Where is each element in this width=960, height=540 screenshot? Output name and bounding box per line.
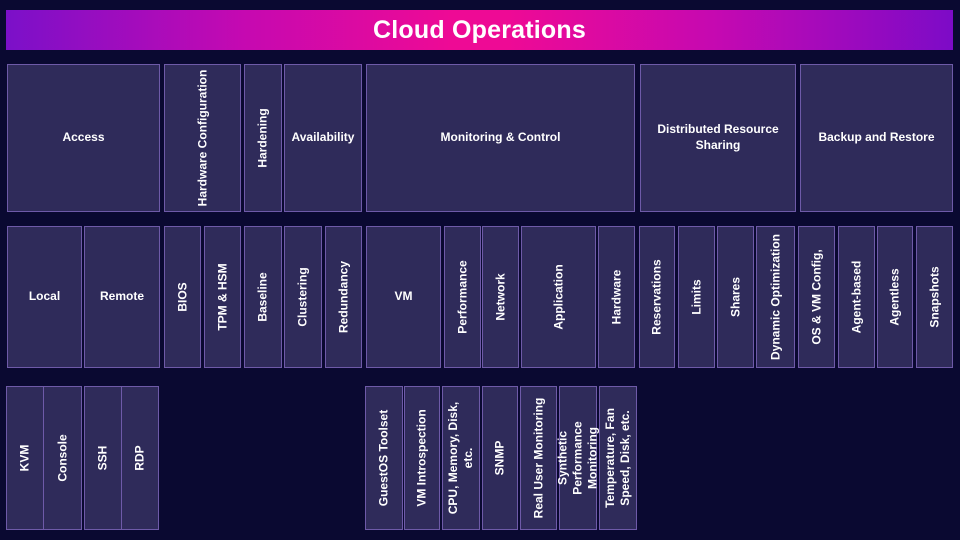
box-snmp: SNMP [482, 386, 518, 530]
label-performance: Performance [455, 260, 469, 334]
label-console: Console [55, 434, 69, 482]
box-vm: VM [366, 226, 441, 368]
label-snmp: SNMP [492, 440, 507, 476]
box-agentless: Agentless [877, 226, 913, 368]
label-cpu-memory-disk: CPU, Memory, Disk, etc. [446, 401, 475, 515]
box-ssh: SSH [84, 386, 122, 530]
box-performance: Performance [444, 226, 481, 368]
label-remote: Remote [99, 289, 144, 304]
label-local: Local [28, 289, 61, 304]
box-hardware: Hardware [598, 226, 635, 368]
label-limits: Limits [689, 279, 703, 315]
box-shares: Shares [717, 226, 754, 368]
box-limits: Limits [678, 226, 715, 368]
label-os-vm-config: OS & VM Config, [809, 249, 823, 345]
label-vm-introspection: VM Introspection [414, 409, 429, 507]
box-remote: Remote [84, 226, 160, 368]
box-local: Local [7, 226, 82, 368]
box-access: Access [7, 64, 160, 212]
box-snapshots: Snapshots [916, 226, 953, 368]
title-banner: Cloud Operations [6, 10, 953, 50]
label-dynamic-optimization: Dynamic Optimization [768, 233, 782, 361]
box-backup-and-restore: Backup and Restore [800, 64, 953, 212]
box-dynamic-optimization: Dynamic Optimization [756, 226, 795, 368]
box-temperature-fan-speed-disk: Temperature, Fan Speed, Disk, etc. [599, 386, 637, 530]
label-agentless: Agentless [887, 268, 902, 326]
label-synthetic-performance-monitoring: Synthetic Performance Monitoring [555, 421, 600, 495]
label-network: Network [493, 273, 507, 321]
label-kvm: KVM [17, 444, 32, 472]
label-guestos-toolset: GuestOS Toolset [376, 409, 391, 507]
label-distributed-resource-sharing: Distributed Resource Sharing [657, 122, 779, 152]
page-title: Cloud Operations [373, 15, 586, 44]
label-clustering: Clustering [295, 267, 310, 327]
box-os-vm-config: OS & VM Config, [798, 226, 835, 368]
box-distributed-resource-sharing: Distributed Resource Sharing [640, 64, 796, 212]
box-agent-based: Agent-based [838, 226, 875, 368]
label-ssh: SSH [95, 445, 110, 471]
box-monitoring-control: Monitoring & Control [366, 64, 635, 212]
box-application: Application [521, 226, 596, 368]
label-hardware: Hardware [609, 269, 623, 325]
box-vm-introspection: VM Introspection [404, 386, 440, 530]
box-cpu-memory-disk: CPU, Memory, Disk, etc. [442, 386, 480, 530]
label-temperature-fan-speed-disk: Temperature, Fan Speed, Disk, etc. [603, 408, 632, 508]
box-kvm: KVM [6, 386, 44, 530]
box-console: Console [43, 386, 82, 530]
label-monitoring-control: Monitoring & Control [440, 130, 561, 145]
label-hardening: Hardening [255, 108, 270, 168]
box-bios: BIOS [164, 226, 201, 368]
box-reservations: Reservations [639, 226, 675, 368]
box-synthetic-performance-monitoring: Synthetic Performance Monitoring [556, 386, 600, 530]
box-redundancy: Redundancy [325, 226, 362, 368]
label-application: Application [551, 264, 565, 330]
label-snapshots: Snapshots [927, 266, 941, 328]
label-access: Access [62, 130, 105, 145]
label-vm: VM [394, 289, 413, 304]
box-real-user-monitoring: Real User Monitoring [520, 386, 557, 530]
box-baseline: Baseline [244, 226, 282, 368]
label-hardware-configuration: Hardware Configuration [195, 69, 209, 207]
box-hardening: Hardening [244, 64, 282, 212]
box-network: Network [482, 226, 519, 368]
label-shares: Shares [728, 276, 742, 318]
label-availability: Availability [291, 130, 355, 145]
box-clustering: Clustering [284, 226, 322, 368]
label-agent-based: Agent-based [849, 260, 863, 334]
box-rdp: RDP [121, 386, 159, 530]
box-availability: Availability [284, 64, 362, 212]
label-backup-and-restore: Backup and Restore [818, 130, 935, 145]
label-tpm-hsm: TPM & HSM [215, 263, 229, 331]
box-tpm-hsm: TPM & HSM [204, 226, 241, 368]
label-real-user-monitoring: Real User Monitoring [531, 397, 545, 519]
label-reservations: Reservations [649, 259, 664, 335]
label-baseline: Baseline [255, 272, 270, 322]
box-guestos-toolset: GuestOS Toolset [365, 386, 403, 530]
box-hardware-configuration: Hardware Configuration [164, 64, 241, 212]
label-bios: BIOS [175, 282, 189, 312]
label-redundancy: Redundancy [336, 260, 350, 334]
label-rdp: RDP [132, 445, 147, 471]
